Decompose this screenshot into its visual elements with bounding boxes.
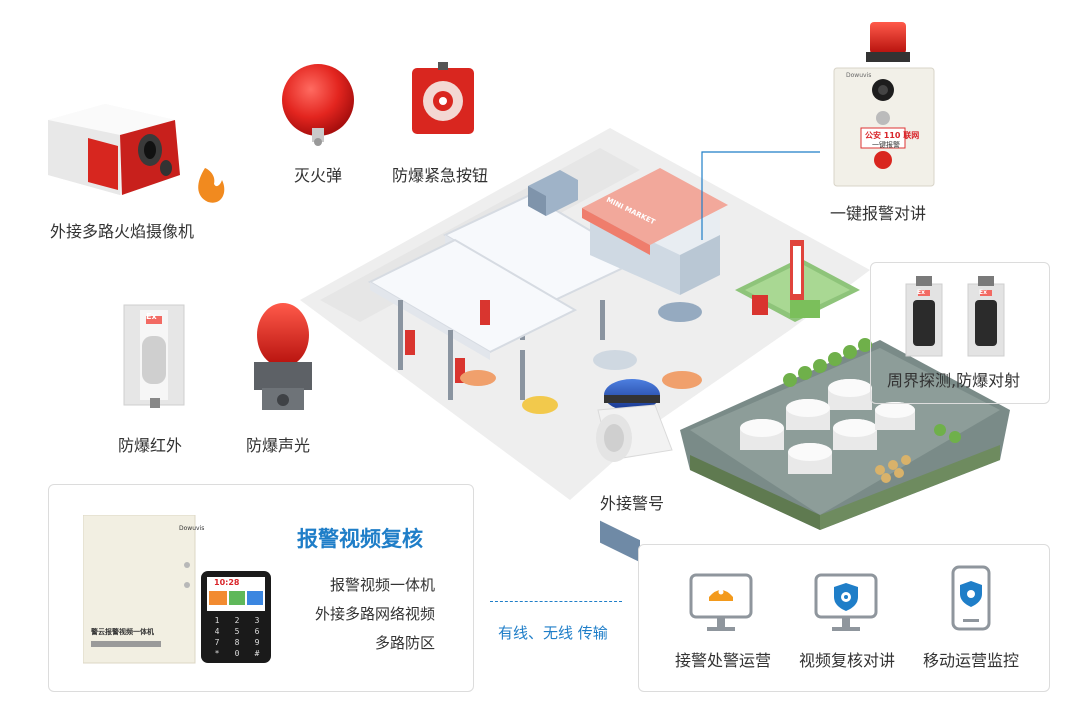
- unit-brand-logo: Dowuvis: [179, 525, 205, 532]
- keypad-key: 3: [254, 616, 260, 625]
- oil-tank-farm: [680, 338, 1010, 530]
- keypad-key: 7: [214, 638, 220, 647]
- ex-mark-perimeter-2: Ex: [979, 289, 987, 296]
- flame-camera-image: [48, 104, 180, 195]
- siren-label: 外接警号: [600, 494, 665, 513]
- siren-image: [596, 379, 673, 462]
- keypad-key: 1: [214, 616, 220, 625]
- alarm-intercom-image: [833, 22, 935, 187]
- core-device-title: 报警视频复核: [297, 527, 423, 551]
- green-lawn: [735, 240, 860, 322]
- intercom-panel-line1: 公安 110 联网: [865, 131, 920, 140]
- sound-light-label: 防爆声光: [246, 436, 311, 455]
- emergency-button-label: 防爆紧急按钮: [392, 166, 489, 185]
- keypad-grid: 1 2 3 4 5 6 7 8 9 * 0 #: [207, 616, 267, 658]
- keypad-key: 9: [254, 638, 260, 647]
- transmission-dashed-line: [490, 601, 622, 602]
- platform-label-2: 视频复核对讲: [799, 651, 896, 670]
- core-device-line-3: 多路防区: [374, 634, 435, 652]
- platform-label-3: 移动运营监控: [923, 651, 1020, 670]
- keypad-key: 0: [234, 649, 240, 658]
- core-device-card: Dowuvis 警云报警视频一体机 10:28 1 2 3 4 5 6 7 8 9 * 0 # 报警视…: [48, 484, 474, 692]
- core-device-line-2: 外接多路网络视频: [314, 605, 435, 623]
- platform-label-1: 接警处警运营: [675, 651, 772, 670]
- perimeter-card: 周界探测,防爆对射: [870, 262, 1050, 404]
- extinguisher-ball-image: [282, 64, 354, 146]
- keypad-key: #: [254, 649, 260, 658]
- alarm-video-unit-image: [83, 515, 271, 664]
- infrared-detector-image: [123, 304, 185, 408]
- keypad-key: 2: [234, 616, 240, 625]
- perimeter-label: 周界探测,防爆对射: [887, 371, 1021, 390]
- ex-mark-perimeter-1: Ex: [917, 289, 925, 296]
- intercom-panel-line2: 一键报警: [872, 141, 900, 149]
- keypad-key: 8: [234, 638, 240, 647]
- keypad-key: 4: [214, 627, 220, 636]
- mini-market-building: [582, 168, 728, 563]
- mobile-shield-icon: [951, 565, 991, 631]
- keypad-key: 6: [254, 627, 260, 636]
- intercom-brand-logo: Dowuvis: [846, 72, 872, 79]
- fuel-canopy-front: [367, 238, 578, 400]
- infrared-label: 防爆红外: [118, 436, 183, 455]
- shield-eye-icon: [814, 573, 878, 631]
- sound-light-alarm-image: [254, 303, 312, 410]
- core-device-line-1: 报警视频一体机: [329, 576, 435, 594]
- alarm-intercom-label: 一键报警对讲: [830, 204, 927, 223]
- emergency-button-image: [412, 62, 474, 134]
- platform-card: 接警处警运营 视频复核对讲 移动运营监控: [638, 544, 1050, 692]
- keypad-key: *: [214, 649, 220, 658]
- vehicles: [460, 170, 702, 414]
- flame-camera-label: 外接多路火焰摄像机: [50, 222, 195, 241]
- perimeter-detector-image: [905, 276, 1005, 357]
- ex-mark-infrared: Ex: [146, 312, 157, 321]
- keypad-time: 10:28: [214, 578, 240, 587]
- keypad-key: 5: [234, 627, 240, 636]
- police-cap-icon: [689, 573, 753, 631]
- transmission-label: 有线、无线 传输: [498, 624, 608, 642]
- extinguisher-label: 灭火弹: [294, 166, 343, 185]
- connector-line: [701, 151, 820, 240]
- unit-box-label: 警云报警视频一体机: [91, 628, 154, 636]
- flame-icon: [198, 168, 225, 203]
